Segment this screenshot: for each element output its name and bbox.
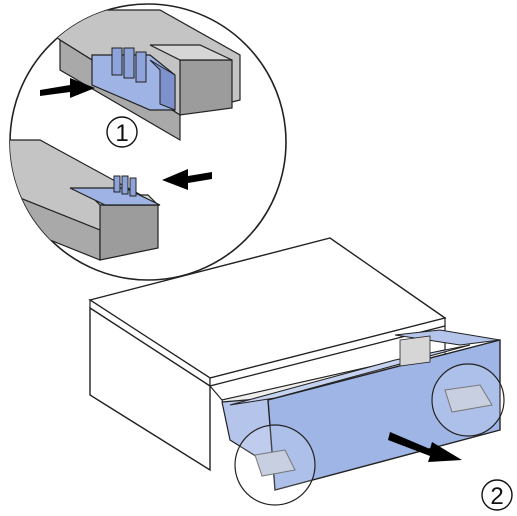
upper-latch: [91, 47, 176, 111]
upper-rail: [18, 9, 241, 142]
step-2-marker: 2: [481, 479, 513, 511]
pull-arrow-icon: [388, 432, 462, 462]
push-arrow-icon: [40, 78, 95, 98]
latch-highlight-left: [234, 424, 316, 506]
step-1-number: 1: [115, 120, 128, 147]
detail-circle: 1: [9, 3, 287, 281]
lower-latch: [69, 175, 161, 206]
latch-highlight-right: [431, 363, 505, 437]
push-arrow-icon: [162, 169, 212, 190]
step-1-marker: 1: [106, 116, 138, 148]
step-2-number: 2: [490, 483, 503, 510]
